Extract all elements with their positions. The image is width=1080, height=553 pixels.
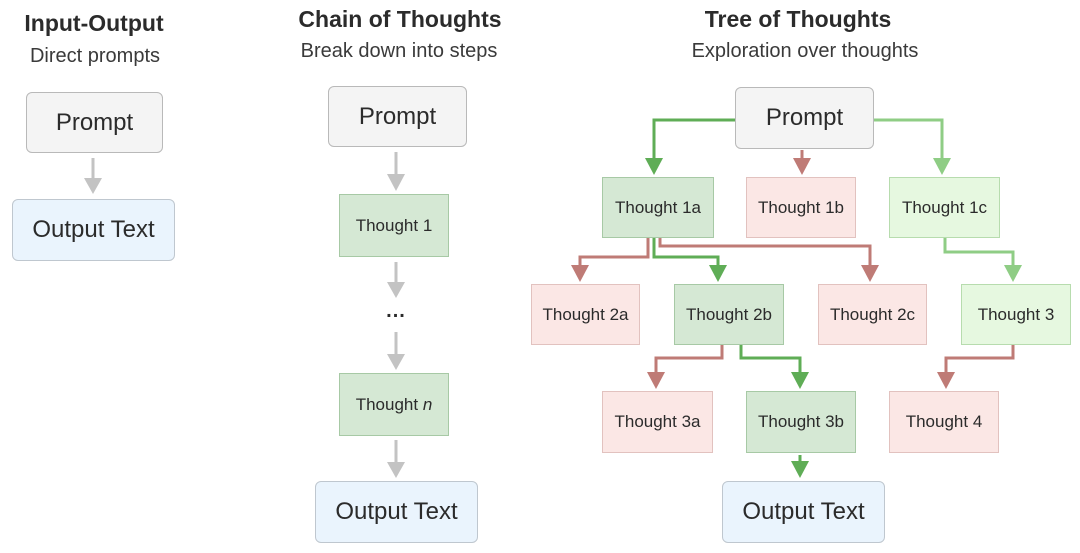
tot-arrow-3b-output xyxy=(791,455,809,478)
tot-title: Tree of Thoughts xyxy=(704,6,892,32)
tot-arrow-1c-3 xyxy=(943,238,1022,282)
tot-thought-3: Thought 3 xyxy=(961,284,1071,345)
tot-thought-4: Thought 4 xyxy=(889,391,999,453)
tot-thought-1b: Thought 1b xyxy=(746,177,856,238)
cot-prompt-box: Prompt xyxy=(328,86,467,147)
cot-thoughtn-prefix: Thought xyxy=(355,394,423,414)
io-subtitle: Direct prompts xyxy=(29,45,161,67)
cot-ellipsis: ... xyxy=(386,300,406,322)
tot-arrow-prompt-1a xyxy=(645,118,736,175)
cot-thoughtn-variable: n xyxy=(422,394,433,414)
tot-arrow-3-4 xyxy=(937,345,1015,389)
cot-thought1-box: Thought 1 xyxy=(339,194,449,257)
io-arrow xyxy=(84,158,102,194)
tot-arrow-2b-3b xyxy=(739,345,809,389)
tot-thought-2b: Thought 2b xyxy=(674,284,784,345)
cot-arrow-dots-thoughtn xyxy=(387,332,405,370)
tot-thought-2a: Thought 2a xyxy=(531,284,640,345)
io-title: Input-Output xyxy=(24,10,164,36)
tot-thought-3b: Thought 3b xyxy=(746,391,856,453)
tot-arrow-2b-3a xyxy=(647,345,724,389)
cot-arrow-thought1-dots xyxy=(387,262,405,298)
cot-thoughtn-box: Thought n xyxy=(339,373,449,436)
tot-arrow-prompt-1b xyxy=(793,150,811,175)
cot-arrow-prompt-thought1 xyxy=(387,152,405,191)
cot-subtitle: Break down into steps xyxy=(300,40,498,62)
tot-arrow-1a-2a xyxy=(571,238,650,282)
tot-arrow-1a-2b xyxy=(652,238,727,282)
tot-arrow-1a-2c xyxy=(658,238,879,282)
io-prompt-box: Prompt xyxy=(26,92,163,153)
tot-thought-1c: Thought 1c xyxy=(889,177,1000,238)
tot-thought-1a: Thought 1a xyxy=(602,177,714,238)
tot-thought-3a: Thought 3a xyxy=(602,391,713,453)
tot-subtitle: Exploration over thoughts xyxy=(691,40,919,62)
tot-thought-2c: Thought 2c xyxy=(818,284,927,345)
tot-arrow-prompt-1c xyxy=(874,118,951,175)
cot-arrow-thoughtn-output xyxy=(387,440,405,478)
cot-title: Chain of Thoughts xyxy=(298,6,502,32)
io-output-box: Output Text xyxy=(12,199,175,261)
tot-prompt-box: Prompt xyxy=(735,87,874,149)
tot-output-box: Output Text xyxy=(722,481,885,543)
cot-output-box: Output Text xyxy=(315,481,478,543)
